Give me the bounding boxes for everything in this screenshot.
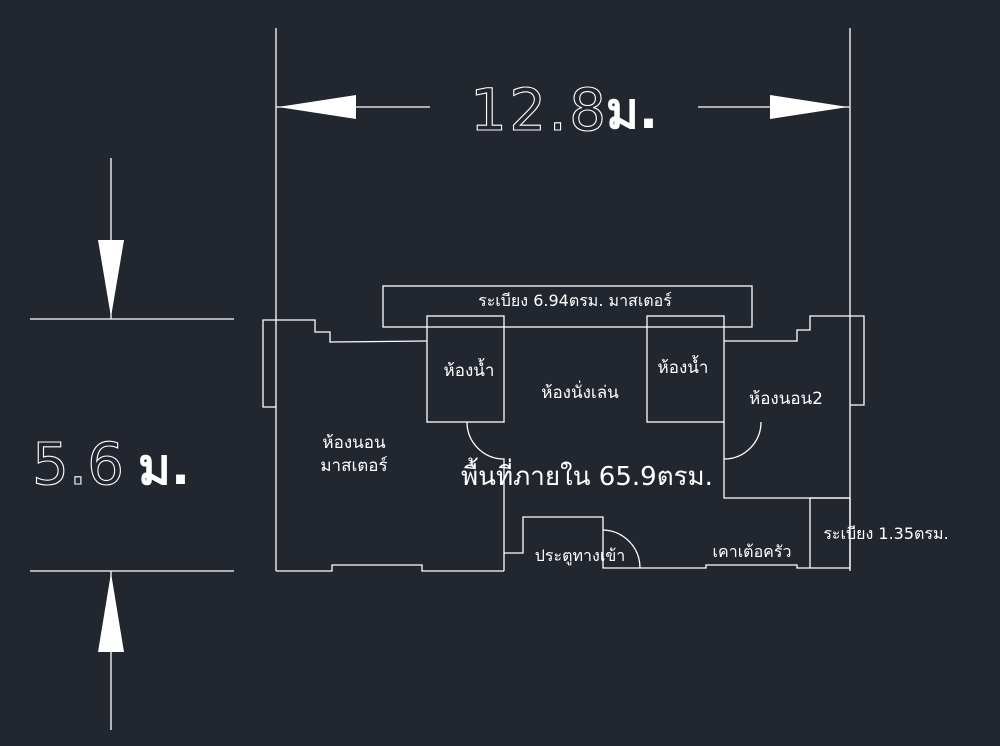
floor-plan-walls (262, 285, 865, 572)
bathroom-right-label: ห้องน้ำ (658, 355, 709, 378)
room-labels: ระเบียง 6.94ตรม. มาสเตอร์ ห้องน้ำ ห้องนั… (320, 291, 948, 566)
master-bedroom-label-line1: ห้องนอน (322, 433, 386, 453)
left-window-bump (262, 319, 276, 408)
entrance-door-label: ประตูทางเข้า (535, 546, 625, 566)
entrance-wall (504, 516, 640, 569)
bathroom-right-outline (646, 315, 725, 423)
height-arrowhead-top (98, 240, 124, 317)
width-dimension-number: 12.8 (470, 76, 606, 144)
bathroom-left-outline (426, 315, 505, 423)
door-swing-bathroom-left (466, 421, 505, 571)
width-arrowhead-left (278, 95, 356, 119)
width-arrowhead-right (770, 95, 848, 119)
height-dimension-unit: ม. (138, 438, 190, 496)
bathroom-left-label: ห้องน้ำ (444, 358, 495, 381)
master-balcony-outline (382, 285, 753, 328)
door-swing-bedroom2 (723, 421, 762, 460)
kitchen-bottom-wall (640, 564, 810, 569)
master-bedroom-label-line2: มาสเตอร์ (320, 456, 387, 476)
master-balcony-label: ระเบียง 6.94ตรม. มาสเตอร์ (478, 291, 672, 310)
door-swing-entrance (602, 529, 641, 569)
bedroom2-top-wall (724, 315, 865, 406)
bedroom2-left-wall (723, 422, 850, 499)
width-dimension-unit: ม. (606, 82, 658, 140)
bedroom2-label: ห้องนอน2 (749, 389, 823, 409)
height-dimension-number: 5.6 (32, 430, 124, 498)
interior-area-label: พื้นที่ภายใน 65.9ตรม. (461, 457, 713, 492)
height-arrowhead-bottom (98, 573, 124, 652)
small-balcony-label: ระเบียง 1.35ตรม. (823, 524, 948, 543)
living-room-label: ห้องนั่งเล่น (541, 380, 619, 403)
master-bedroom-bottom-wall (276, 564, 504, 572)
height-dimension (30, 158, 234, 730)
kitchen-counter-label: เคาเต้อครัว (713, 542, 792, 561)
master-bedroom-top-wall (276, 319, 428, 343)
small-balcony-outline (809, 497, 851, 569)
